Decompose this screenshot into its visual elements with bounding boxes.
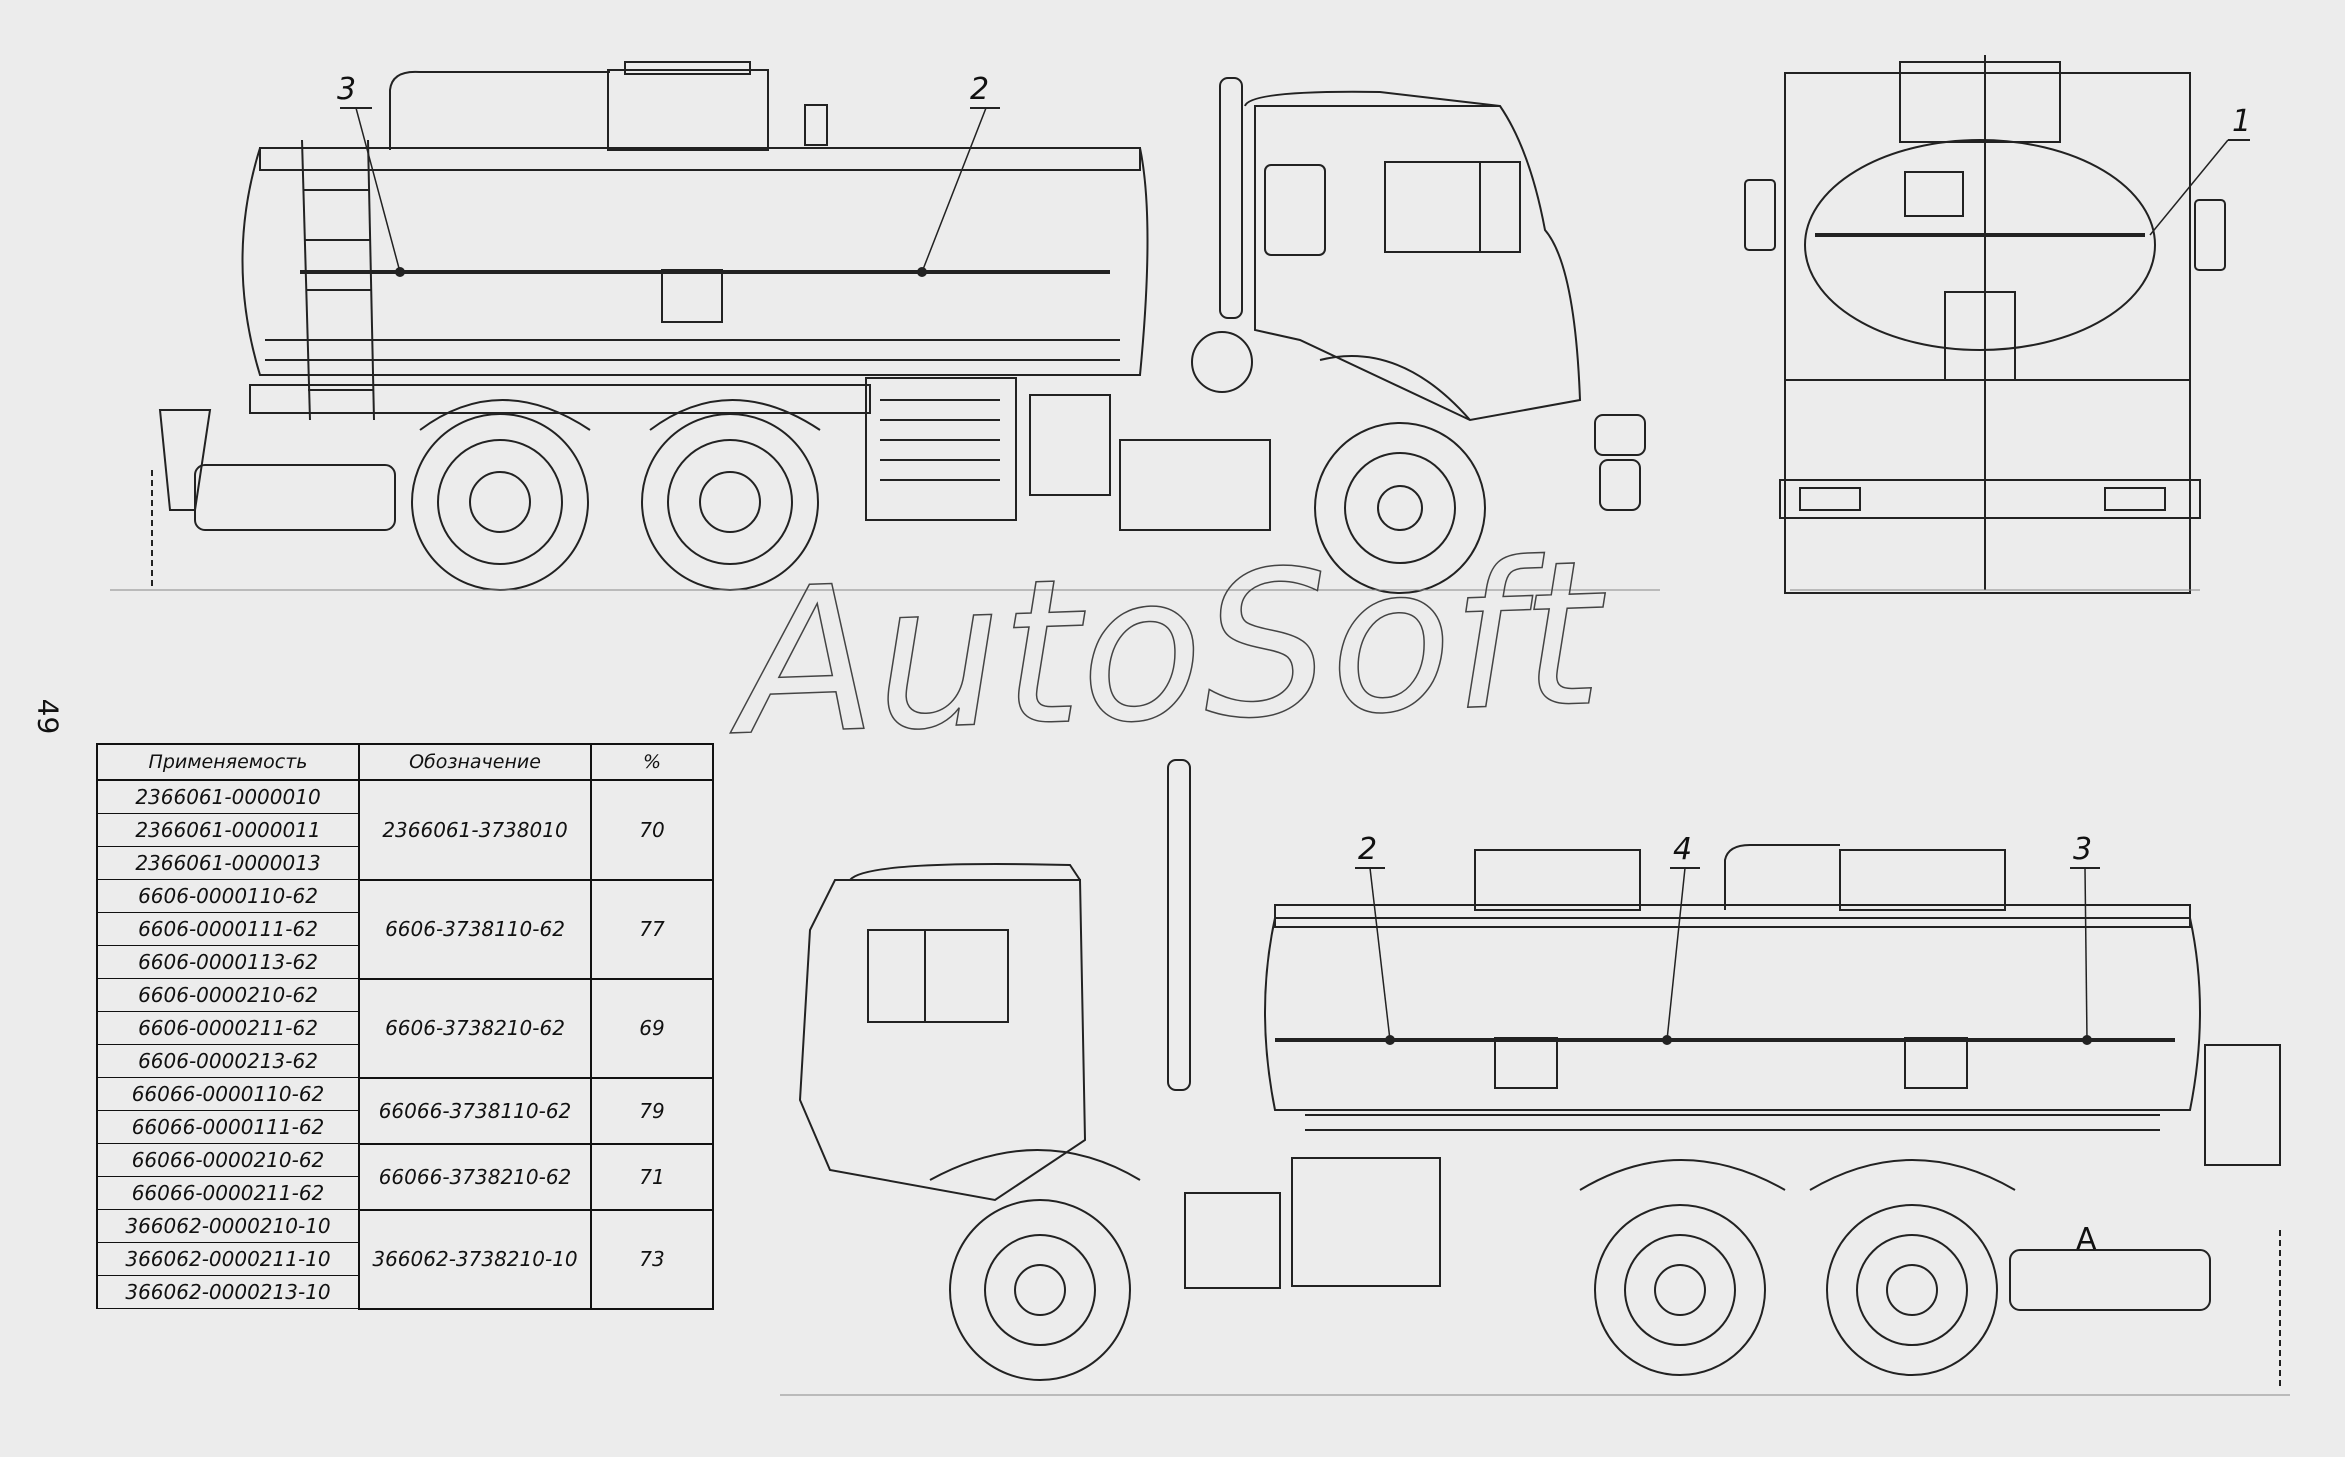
applicability-cell: 6606-0000111-62 — [96, 912, 360, 946]
applicability-cell: 6606-0000113-62 — [96, 945, 360, 979]
table-row: 6606-0000210-62 6606-3738210-62 69 — [96, 977, 714, 1079]
callout-side-left-2: 2 — [970, 72, 990, 107]
applicability-cell: 66066-0000110-62 — [96, 1077, 360, 1111]
table-row: 366062-0000211-10 — [96, 1242, 713, 1276]
designation-cell: 366062-3738210-10 — [358, 1208, 592, 1310]
designation-cell: 66066-3738210-62 — [358, 1142, 592, 1211]
table-row: 6606-0000111-62 — [96, 912, 713, 946]
table-row: 6606-0000211-62 — [96, 1011, 713, 1045]
percent-cell: 70 — [590, 779, 714, 881]
applicability-cell: 6606-0000211-62 — [96, 1011, 360, 1045]
table-row: 66066-0000110-62 66066-3738110-62 79 — [96, 1076, 714, 1145]
applicability-table: Применяемость Обозначение % 2366061-0000… — [96, 743, 714, 1310]
rear-view — [1744, 55, 2250, 594]
table-row: 66066-0000210-62 66066-3738210-62 71 — [96, 1142, 714, 1211]
applicability-cell: 366062-0000210-10 — [96, 1209, 360, 1243]
applicability-cell: 2366061-0000011 — [96, 813, 360, 847]
applicability-cell: 2366061-0000010 — [96, 779, 360, 814]
watermark: AutoSoft — [723, 517, 1611, 781]
page-number: 49 — [31, 698, 65, 735]
table-row: 6606-0000213-62 — [96, 1044, 713, 1078]
side-view-top — [110, 61, 1660, 594]
percent-cell: 69 — [590, 977, 714, 1079]
header-percent: % — [590, 743, 714, 781]
applicability-cell: 6606-0000213-62 — [96, 1044, 360, 1078]
applicability-cell: 6606-0000210-62 — [96, 978, 360, 1012]
callout-side-right-2: 2 — [1358, 832, 1378, 867]
table-row: 366062-0000210-10 366062-3738210-10 73 — [96, 1208, 714, 1310]
designation-cell: 6606-3738110-62 — [358, 878, 592, 980]
percent-cell: 77 — [590, 878, 714, 980]
applicability-cell: 66066-0000210-62 — [96, 1143, 360, 1177]
percent-cell: 71 — [590, 1142, 714, 1211]
table-row: 6606-0000110-62 6606-3738110-62 77 — [96, 878, 714, 980]
callout-view-a: A — [2076, 1222, 2097, 1257]
designation-cell: 66066-3738110-62 — [358, 1076, 592, 1145]
callout-side-right-4: 4 — [1673, 832, 1693, 867]
table-row: 2366061-0000010 2366061-3738010 70 — [96, 779, 714, 881]
applicability-cell: 66066-0000111-62 — [96, 1110, 360, 1144]
callout-side-left-3: 3 — [337, 72, 357, 107]
designation-cell: 6606-3738210-62 — [358, 977, 592, 1079]
applicability-cell: 2366061-0000013 — [96, 846, 360, 880]
side-view-bottom — [780, 759, 2290, 1396]
applicability-cell: 66066-0000211-62 — [96, 1176, 360, 1210]
applicability-cell: 6606-0000110-62 — [96, 879, 360, 913]
table-row: 366062-0000213-10 — [96, 1275, 713, 1309]
percent-cell: 79 — [590, 1076, 714, 1145]
table-row: 66066-0000211-62 — [96, 1176, 713, 1210]
applicability-cell: 366062-0000213-10 — [96, 1275, 360, 1309]
callout-rear-1: 1 — [2232, 104, 2252, 139]
designation-cell: 2366061-3738010 — [358, 779, 592, 881]
callout-side-right-3: 3 — [2073, 832, 2093, 867]
table-row: 66066-0000111-62 — [96, 1110, 713, 1144]
header-applicability: Применяемость — [96, 743, 360, 781]
header-designation: Обозначение — [358, 743, 592, 781]
applicability-cell: 366062-0000211-10 — [96, 1242, 360, 1276]
percent-cell: 73 — [590, 1208, 714, 1310]
